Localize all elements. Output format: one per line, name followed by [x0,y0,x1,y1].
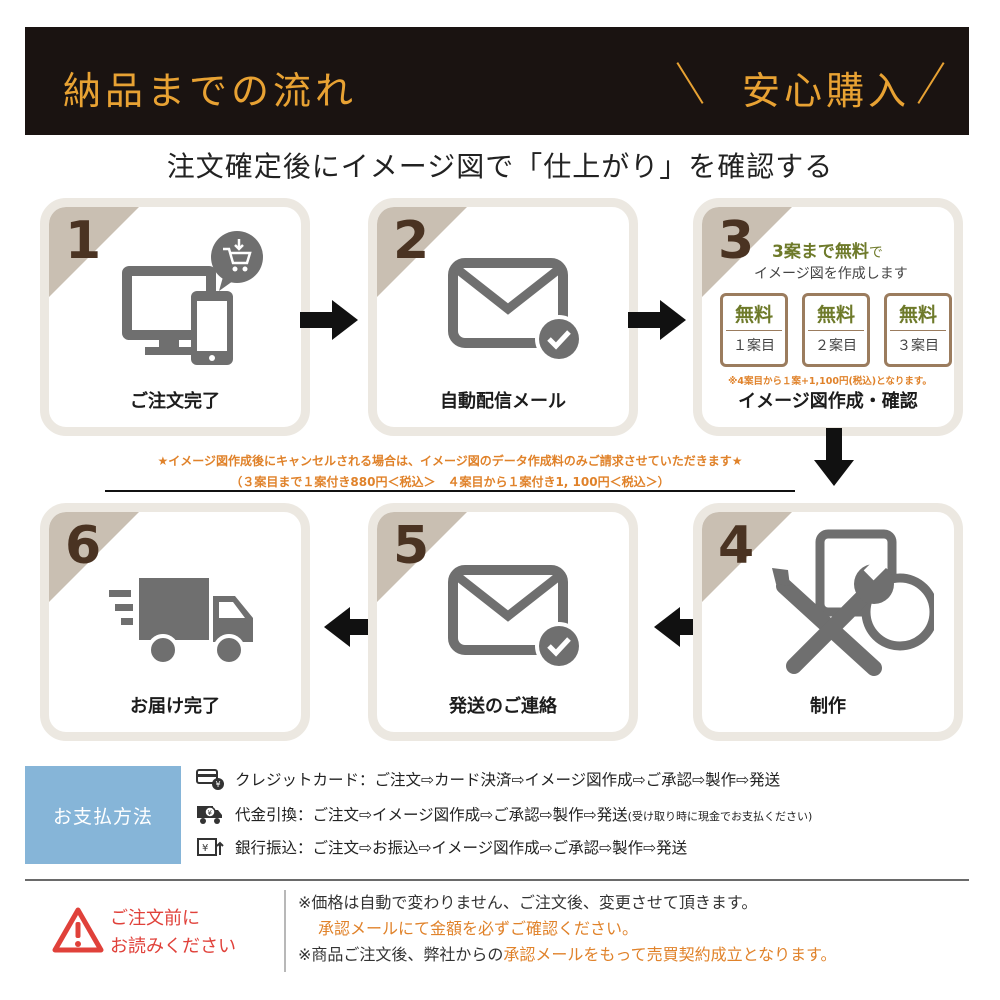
arrow-right-icon [300,300,358,340]
bank-transfer-icon: ¥ [197,838,224,856]
step-corner [702,207,793,298]
credit-card-icon: ¥ [196,769,224,790]
payment-row-credit: ¥ クレジットカード：ご注文⇨カード決済⇨イメージ図作成⇨ご承認⇨製作⇨発送 [195,766,780,792]
arrow-right-icon [628,300,686,340]
step-label: 自動配信メール [440,391,566,412]
step-number: 2 [393,211,430,271]
cancel-notice: ★イメージ図作成後にキャンセルされる場合は、イメージ図のデータ作成料のみご請求さ… [157,454,743,489]
mail-check-icon [448,565,583,670]
warning-icon [52,907,104,953]
step-card-5: 5 発送のご連絡 [368,503,638,741]
svg-text:¥: ¥ [202,843,208,854]
step-label: ご注文完了 [130,391,220,412]
step-number: 5 [393,516,430,576]
truck-icon [109,578,253,666]
free-proof-box-1: 無料 １案目 [720,293,788,367]
step-number: 1 [65,211,102,271]
step-card-1: 1 ご注文完了 [40,198,310,436]
step-card-4: 4 制作 [693,503,963,741]
mail-check-icon [448,258,583,363]
payment-row-cod: ¥ 代金引換：ご注文⇨イメージ図作成⇨ご承認⇨製作⇨発送(受け取り時に現金でお支… [195,801,812,827]
svg-text:¥: ¥ [208,809,213,817]
step-card-3: 3 3案まで無料で イメージ図を作成します 無料 １案目 無料 ２案目 無料 ３… [693,198,963,436]
step-corner [49,512,140,603]
header-slash-left [676,62,704,104]
header-badge: 安心購入 [742,69,911,113]
warning-text: ご注文前に お読みください [110,908,236,957]
free-proof-box-2: 無料 ２案目 [802,293,870,367]
payment-row-bank: ¥ 銀行振込：ご注文⇨お振込⇨イメージ図作成⇨ご承認⇨製作⇨発送 [195,834,687,860]
warning-separator [284,890,286,972]
free-proof-box-3: 無料 ３案目 [884,293,952,367]
free-subline: イメージ図を作成します [754,266,908,282]
step-number: 3 [718,211,755,271]
step-number: 4 [718,516,755,576]
tools-icon [772,529,934,676]
computer-phone-cart-icon [122,231,263,365]
arrow-down-icon [814,428,854,486]
step-label: 発送のご連絡 [449,696,557,717]
step-number: 6 [65,516,102,576]
payment-label: お支払方法 [25,766,181,864]
cancel-divider [105,490,795,492]
header-banner: 納品までの流れ 安心購入 [25,27,969,135]
step-card-2: 2 自動配信メール [368,198,638,436]
extra-fee-note: ※4案目から１案+1,100円(税込)となります。 [728,376,932,387]
svg-text:¥: ¥ [216,780,221,789]
header-slash-right [917,62,945,104]
step-card-6: 6 お届け完了 [40,503,310,741]
step-label: 制作 [810,696,846,717]
section-divider [25,879,969,881]
cod-truck-icon: ¥ [197,806,222,824]
page-subtitle: 注文確定後にイメージ図で「仕上がり」を確認する [166,150,834,183]
header-title: 納品までの流れ [63,69,358,113]
free-headline: 3案まで無料で [772,242,883,262]
step-label: イメージ図作成・確認 [738,391,918,412]
purchase-notes: ※価格は自動で変わりません、ご注文後、変更させて頂きます。 承認メールにて金額を… [298,893,837,964]
step-label: お届け完了 [130,696,220,717]
